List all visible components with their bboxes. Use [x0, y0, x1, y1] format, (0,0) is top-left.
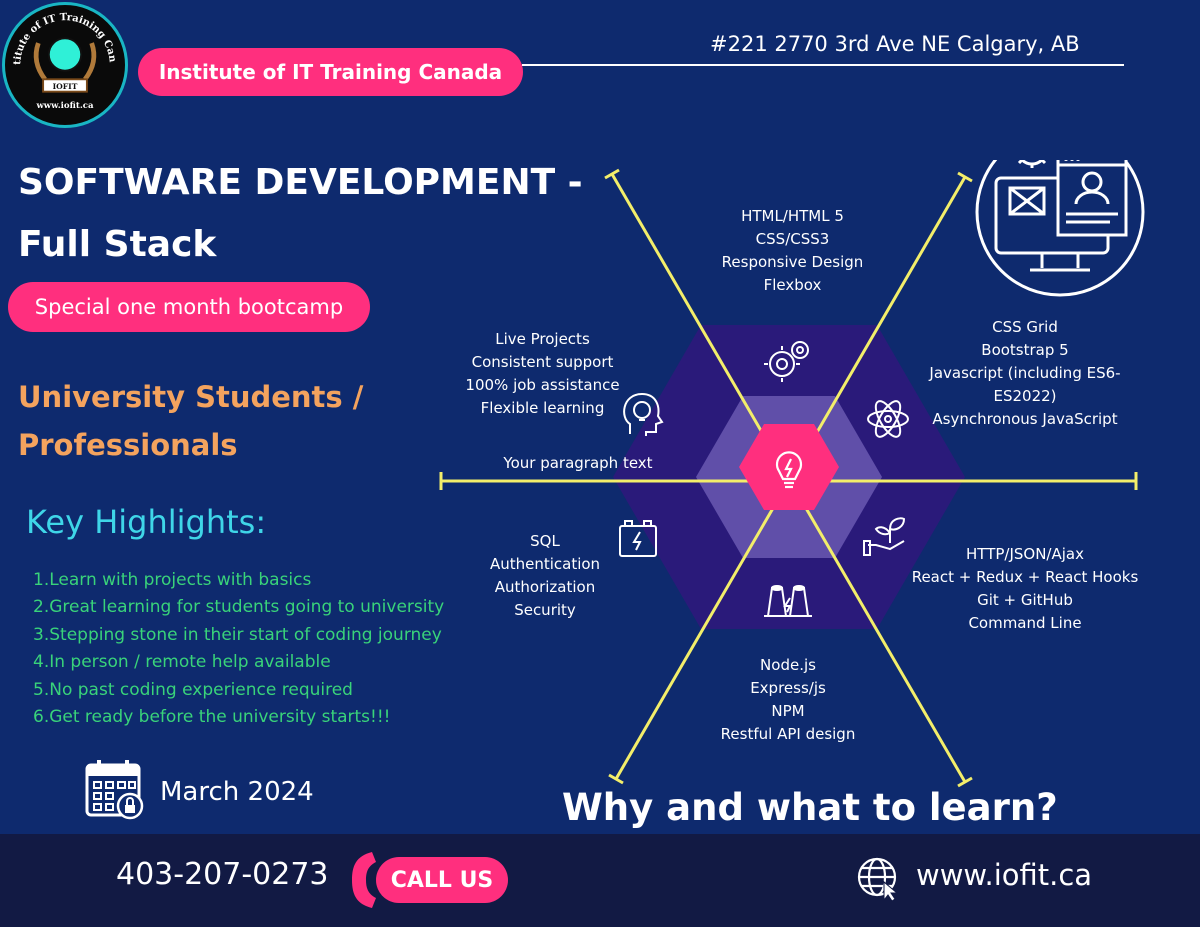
hexagon-diagram	[439, 160, 1145, 788]
plant-hand-icon	[863, 517, 906, 556]
title-line-2: Full Stack	[18, 224, 217, 265]
call-us-button[interactable]: CALL US	[376, 857, 508, 903]
topic-item: Flexbox	[763, 276, 822, 294]
topic-block-top: HTML/HTML 5 CSS/CSS3 Responsive Design F…	[700, 205, 885, 297]
topic-item: Responsive Design	[721, 253, 864, 271]
topic-item: SQL	[530, 532, 560, 550]
address-text: #221 2770 3rd Ave NE Calgary, AB	[710, 32, 1080, 56]
phone-number[interactable]: 403-207-0273	[116, 857, 329, 892]
list-item: 6.Get ready before the university starts…	[33, 707, 391, 728]
topic-item: Authorization	[494, 578, 596, 596]
power-plant-icon	[764, 585, 812, 617]
phone-icon	[352, 852, 376, 908]
topic-item: Bootstrap 5	[981, 341, 1069, 359]
topic-item: Asynchronous JavaScript	[932, 410, 1118, 428]
address-underline	[522, 64, 1124, 66]
list-item: 4.In person / remote help available	[33, 652, 331, 673]
topic-item: CSS/CSS3	[755, 230, 830, 248]
list-item: 1.Learn with projects with basics	[33, 570, 312, 590]
list-item: 3.Stepping stone in their start of codin…	[33, 624, 442, 645]
topic-item: React + Redux + React Hooks	[911, 568, 1139, 586]
page-title: SOFTWARE DEVELOPMENT - Full Stack	[18, 152, 608, 276]
topic-block-top-left: Live Projects Consistent support 100% jo…	[450, 328, 635, 420]
topic-item: Javascript (including ES6-	[929, 364, 1121, 382]
topic-item: HTML/HTML 5	[741, 207, 844, 225]
topic-item: Express/js	[750, 679, 826, 697]
topic-item: Git + GitHub	[977, 591, 1073, 609]
audience-text: University Students / Professionals	[18, 373, 398, 469]
list-item: 2.Great learning for students going to u…	[33, 597, 445, 618]
website-link[interactable]: www.iofit.ca	[916, 858, 1093, 892]
logo-badge: IOFIT	[53, 82, 78, 91]
battery-icon	[619, 520, 657, 557]
why-heading: Why and what to learn?	[562, 786, 1058, 829]
topic-item: NPM	[771, 702, 805, 720]
logo: Institute of IT Training Canada IOFIT ww…	[2, 2, 128, 128]
topic-item: Restful API design	[720, 725, 856, 743]
topic-item: 100% job assistance	[465, 376, 620, 394]
key-highlights-title: Key Highlights:	[26, 503, 267, 541]
calendar-icon	[85, 760, 144, 820]
brand-pill: Institute of IT Training Canada	[138, 48, 523, 96]
topic-item: Consistent support	[471, 353, 614, 371]
title-line-1: SOFTWARE DEVELOPMENT -	[18, 162, 583, 203]
topic-item: ES2022)	[993, 387, 1057, 405]
center-hexagon	[739, 424, 839, 510]
topic-block-top-right: CSS Grid Bootstrap 5 Javascript (includi…	[915, 316, 1135, 431]
topic-item: Flexible learning	[480, 399, 605, 417]
monitor-gear-icon	[975, 160, 1145, 297]
topic-item: Command Line	[968, 614, 1082, 632]
topic-item: Authentication	[489, 555, 601, 573]
center-paragraph-text: Your paragraph text	[503, 454, 653, 472]
topic-item: Live Projects	[495, 330, 590, 348]
atom-icon	[867, 400, 909, 438]
audience-line-1: University Students /	[18, 380, 364, 414]
topic-item: HTTP/JSON/Ajax	[966, 545, 1084, 563]
list-item: 5.No past coding experience required	[33, 679, 353, 700]
topic-item: Node.js	[760, 656, 816, 674]
lightbulb-head-icon	[623, 392, 664, 436]
lightbulb-icon	[775, 451, 803, 489]
globe-icon	[857, 857, 899, 902]
footer-bar	[0, 834, 1200, 927]
topic-item: CSS Grid	[992, 318, 1058, 336]
audience-line-2: Professionals	[18, 428, 238, 462]
topic-block-right: HTTP/JSON/Ajax React + Redux + React Hoo…	[905, 543, 1145, 635]
topic-block-bottom: Node.js Express/js NPM Restful API desig…	[703, 654, 873, 746]
topic-block-left: SQL Authentication Authorization Securit…	[470, 530, 620, 622]
gears-icon	[764, 341, 809, 382]
bootcamp-pill: Special one month bootcamp	[8, 282, 370, 332]
topic-item: Security	[514, 601, 576, 619]
logo-url: www.iofit.ca	[35, 101, 94, 111]
event-date: March 2024	[160, 777, 314, 807]
key-highlights-list: 1.Learn with projects with basics 2.Grea…	[33, 567, 444, 731]
